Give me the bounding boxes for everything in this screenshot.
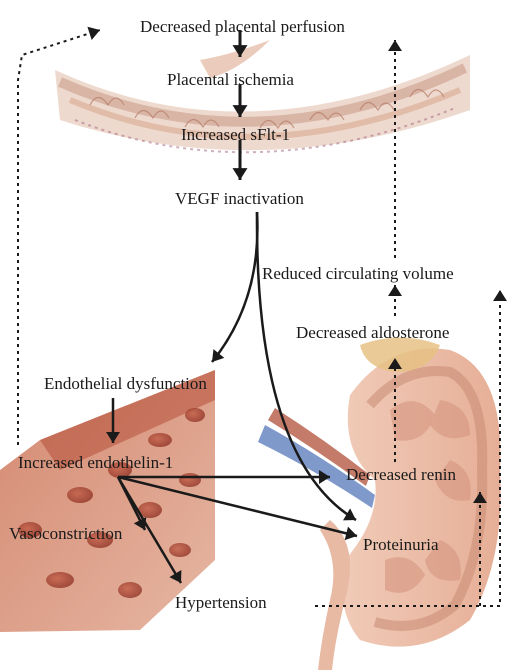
node-increased-endothelin1: Increased endothelin-1 [18, 453, 173, 473]
node-reduced-circulating-volume: Reduced circulating volume [262, 264, 454, 284]
node-hypertension: Hypertension [175, 593, 267, 613]
arrow-vegf-to-proteinuria [257, 212, 356, 520]
dotted-hypertension-to-renin [473, 492, 487, 606]
node-endothelial-dysfunction: Endothelial dysfunction [44, 374, 207, 394]
arrow-endothelial-to-endothelin [106, 398, 120, 443]
node-vegf-inactivation: VEGF inactivation [175, 189, 304, 209]
node-decreased-renin: Decreased renin [346, 465, 456, 485]
arrow-sflt1-to-vegf [232, 140, 247, 180]
dotted-aldosterone-to-volume [388, 285, 402, 316]
node-decreased-aldosterone: Decreased aldosterone [296, 323, 449, 343]
node-placental-ischemia: Placental ischemia [167, 70, 294, 90]
arrow-vegf-to-endothelial [212, 212, 257, 362]
arrow-endothelin-to-proteinuria [118, 477, 357, 540]
node-increased-sflt1: Increased sFlt-1 [181, 125, 290, 145]
node-vasoconstriction: Vasoconstriction [9, 524, 122, 544]
dotted-renin-to-aldosterone [388, 358, 402, 462]
arrow-endothelin-to-hypertension [118, 477, 181, 583]
dotted-volume-to-perfusion [388, 40, 402, 258]
node-decreased-placental-perfusion: Decreased placental perfusion [140, 17, 345, 37]
node-proteinuria: Proteinuria [363, 535, 439, 555]
